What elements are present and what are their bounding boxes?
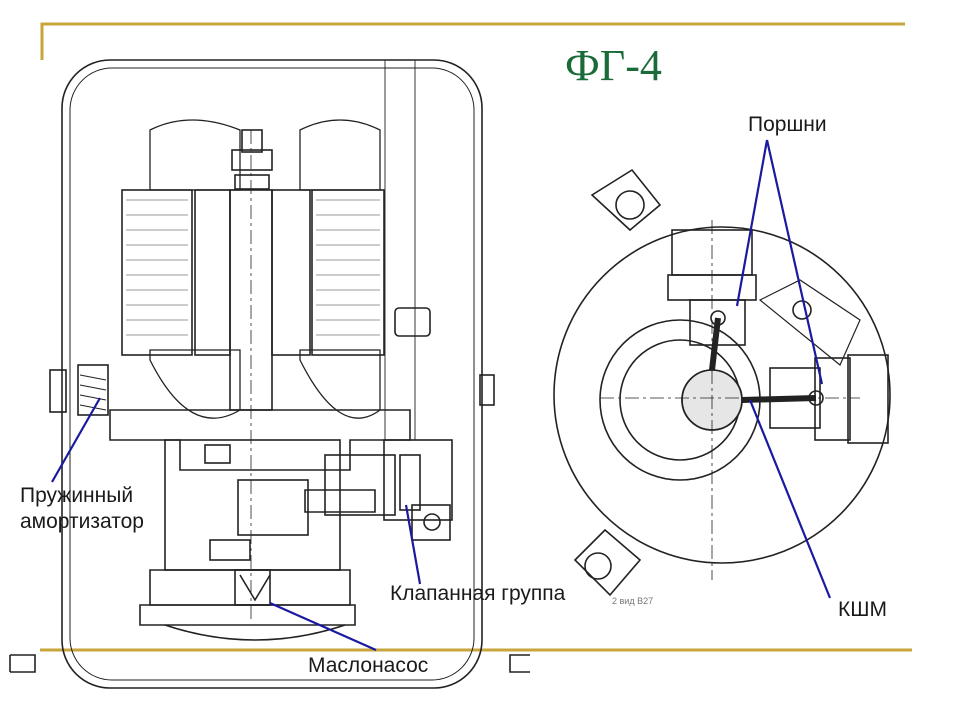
- leader-lines: [51, 139, 832, 652]
- label-pistons: Поршни: [748, 113, 827, 136]
- label-spring-damper: Пружинный амортизатор: [20, 483, 144, 535]
- plan-section-view: [553, 168, 891, 597]
- label-spring-damper-line2: амортизатор: [20, 510, 144, 533]
- label-valve-group: Клапанная группа: [390, 582, 566, 605]
- label-oil-pump: Маслонасос: [308, 654, 429, 677]
- slide-title: ФГ-4: [565, 41, 662, 90]
- vertical-section-view: [9, 59, 530, 689]
- label-spring-damper-line1: Пружинный: [20, 484, 134, 507]
- slide-frame: [40, 22, 912, 652]
- drawing-stamp: 2 вид В27: [612, 596, 653, 606]
- label-ksm: КШМ: [838, 598, 887, 621]
